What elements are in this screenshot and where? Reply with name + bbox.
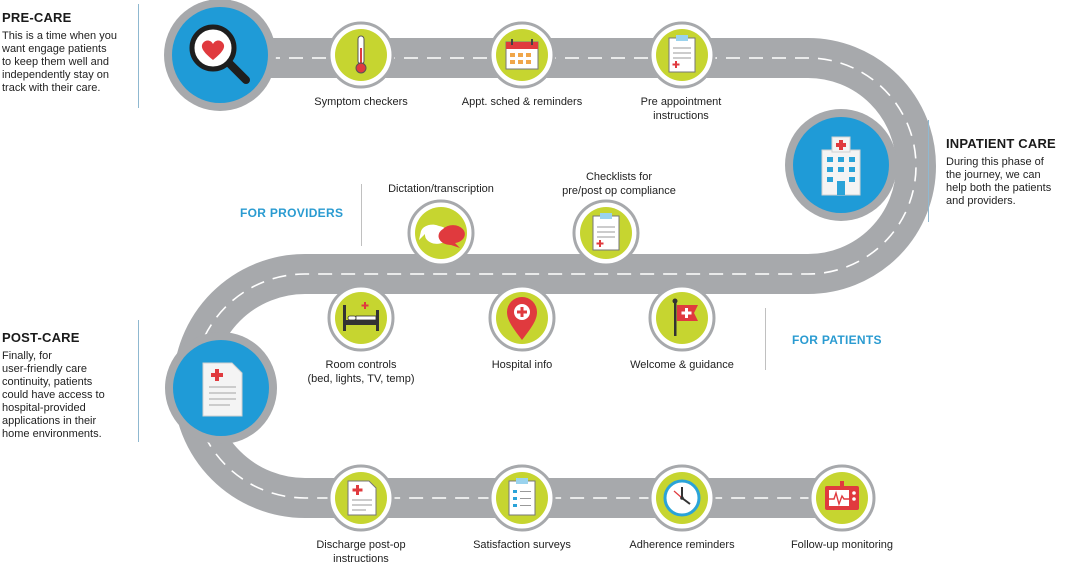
hospital-bed-icon: [343, 302, 379, 331]
checklist-clipboard-icon: [592, 213, 620, 251]
discharge-document-icon: [347, 480, 377, 516]
stop-hospital-info: [488, 284, 556, 352]
label-follow-up: Follow-up monitoring: [790, 539, 894, 551]
label-appt-sched: Appt. sched & reminders: [461, 96, 583, 108]
label-discharge: Discharge post-op instructions: [316, 539, 406, 565]
stop-dictation: [407, 199, 475, 267]
medical-document-icon: [202, 362, 243, 417]
stop-symptom-checkers: [327, 21, 395, 89]
stop-satisfaction: [488, 464, 556, 532]
label-hospital-info: Hospital info: [491, 359, 553, 371]
stop-checklists: [572, 199, 640, 267]
providers-divider: [361, 184, 362, 246]
label-pre-appointment: Pre appointment instructions: [640, 96, 722, 122]
label-symptom-checkers: Symptom checkers: [314, 96, 408, 108]
stop-room-controls: [327, 284, 395, 352]
post-care-title: POST-CARE: [2, 330, 80, 345]
stop-adherence: [648, 464, 716, 532]
heart-monitor-icon: [825, 481, 859, 510]
clock-icon: [663, 479, 701, 517]
stop-discharge: [327, 464, 395, 532]
heart-magnifier-icon: [189, 24, 250, 84]
thermometer-icon: [355, 35, 367, 74]
pre-care-description: This is a time when you want engage pati…: [2, 30, 117, 94]
inpatient-care-divider: [928, 120, 929, 222]
inpatient-care-badge: [785, 109, 897, 221]
survey-clipboard-icon: [508, 478, 536, 516]
for-providers-label: FOR PROVIDERS: [240, 206, 344, 220]
label-dictation: Dictation/transcription: [388, 183, 494, 195]
speech-bubbles-icon: [419, 224, 465, 248]
calendar-icon: [505, 39, 539, 70]
post-care-divider: [138, 320, 139, 442]
hospital-building-icon: [821, 136, 861, 196]
label-checklists: Checklists for pre/post op compliance: [562, 171, 676, 197]
label-adherence: Adherence reminders: [629, 539, 735, 551]
label-welcome: Welcome & guidance: [630, 359, 734, 371]
post-care-badge: [165, 332, 277, 444]
stop-appt-sched: [488, 21, 556, 89]
patients-divider: [765, 308, 766, 370]
pre-care-title: PRE-CARE: [2, 10, 72, 25]
for-patients-label: FOR PATIENTS: [792, 333, 882, 347]
inpatient-care-title: INPATIENT CARE: [946, 136, 1056, 151]
label-room-controls: Room controls (bed, lights, TV, temp): [307, 359, 415, 385]
stop-pre-appointment: [648, 21, 716, 89]
location-pin-icon: [507, 297, 537, 340]
clipboard-icon: [668, 35, 696, 73]
label-satisfaction: Satisfaction surveys: [473, 539, 571, 551]
stop-welcome: [648, 284, 716, 352]
stop-follow-up: [808, 464, 876, 532]
road-center-line: [192, 57, 917, 499]
inpatient-care-description: During this phase of the journey, we can…: [946, 156, 1052, 207]
pre-care-divider: [138, 4, 139, 108]
flag-icon: [672, 298, 698, 336]
pre-care-badge: [164, 0, 276, 111]
post-care-description: Finally, for user-friendly care continui…: [2, 350, 105, 440]
